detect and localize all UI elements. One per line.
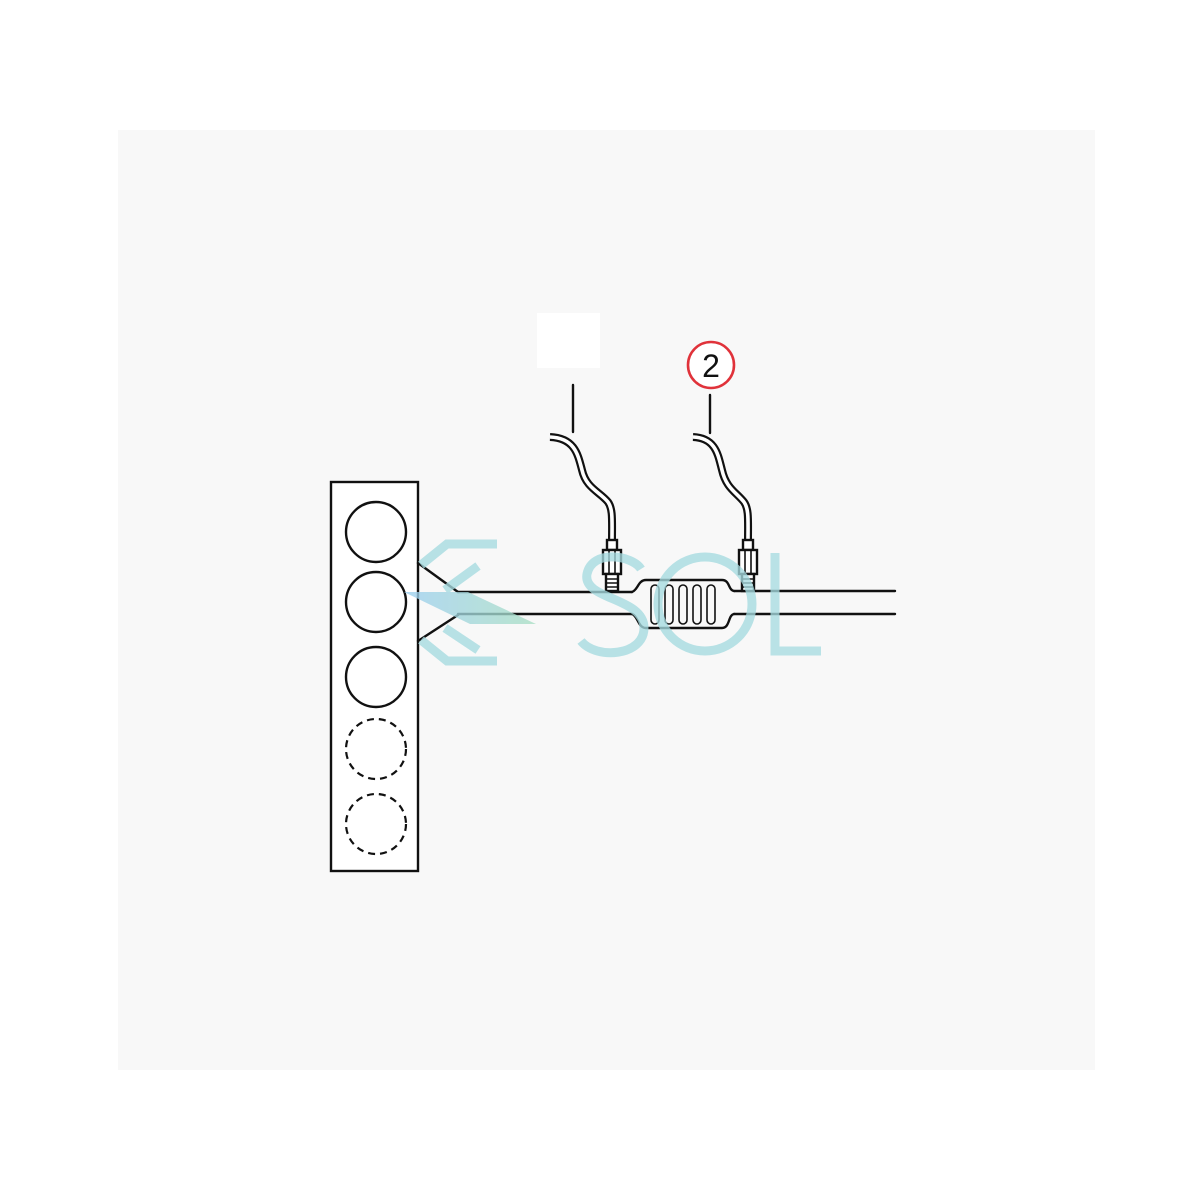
- callout-2: 2: [686, 340, 736, 390]
- hex-faces: [744, 550, 752, 574]
- cylinder-4-hidden: [344, 717, 408, 781]
- watermark-band: [404, 592, 536, 624]
- sensor-neck: [605, 538, 619, 552]
- watermark-chevron-bottom: [418, 636, 497, 666]
- bellows-rib: [678, 584, 688, 625]
- watermark-chevron-mid: [442, 562, 481, 594]
- watermark-letters: [577, 552, 821, 658]
- cylinder-2: [344, 570, 408, 634]
- rear-exhaust-pipe: [732, 589, 897, 616]
- sensor-cable-core: [549, 435, 614, 542]
- cylinder-1: [344, 500, 408, 564]
- sensor-cable-core: [692, 435, 750, 542]
- bellows-rib: [664, 584, 674, 625]
- watermark-chevron-top: [418, 539, 497, 569]
- thread-lines: [606, 578, 618, 588]
- callout-number: 2: [702, 348, 720, 384]
- engine-block: [329, 480, 420, 873]
- watermark-logo: [404, 539, 821, 666]
- callout-ring: [686, 340, 736, 390]
- cylinder-3: [344, 645, 408, 709]
- bellows-rib: [692, 584, 702, 625]
- erased-label-area: [537, 313, 600, 368]
- sensor-neck: [741, 538, 755, 552]
- watermark-chevron-low: [442, 624, 481, 654]
- bellows-rib: [706, 584, 716, 625]
- watermark-letter-l: [770, 553, 821, 656]
- watermark-letter-o: [653, 552, 757, 656]
- rear-pipe-outline: [732, 589, 897, 616]
- watermark-mark: [404, 539, 536, 666]
- watermark-letter-s: [577, 552, 649, 658]
- cylinder-5-hidden: [344, 792, 408, 856]
